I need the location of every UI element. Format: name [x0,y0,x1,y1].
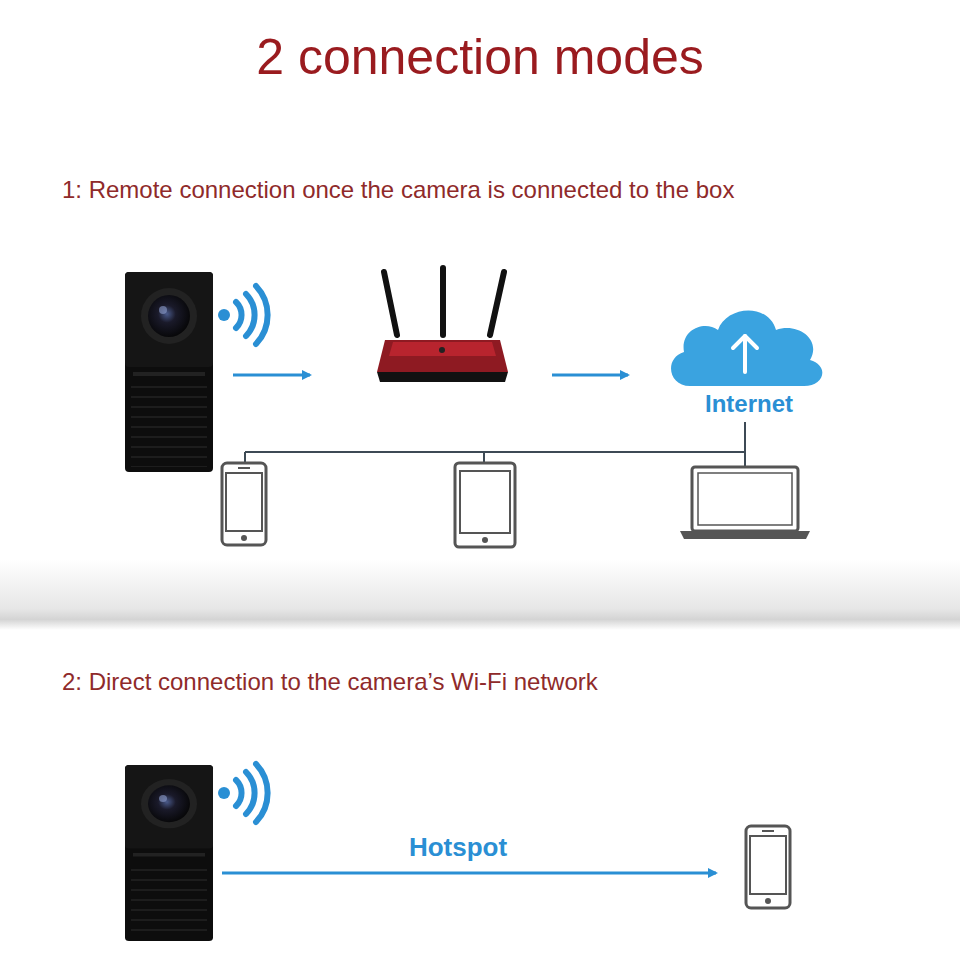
node-text: Internet [660,390,838,418]
laptop [680,467,810,539]
phone [222,463,266,545]
edge-label: Hotspot [405,832,511,863]
network-wire [245,422,745,467]
camera [125,765,213,941]
separator [0,560,960,630]
tablet [455,463,515,547]
section-heading: 1: Remote connection once the camera is … [62,176,734,204]
phone [746,826,790,908]
cloud-node: Internet [660,300,838,418]
arrow [552,374,628,377]
wifi-signal [218,286,268,344]
arrow [222,872,716,875]
section-heading: 2: Direct connection to the camera’s Wi-… [62,668,598,696]
title: 2 connection modes [0,28,960,86]
router [377,268,508,382]
arrow [233,374,310,377]
cloud-shape [660,300,830,388]
wifi-signal [218,764,268,822]
camera [125,272,213,472]
